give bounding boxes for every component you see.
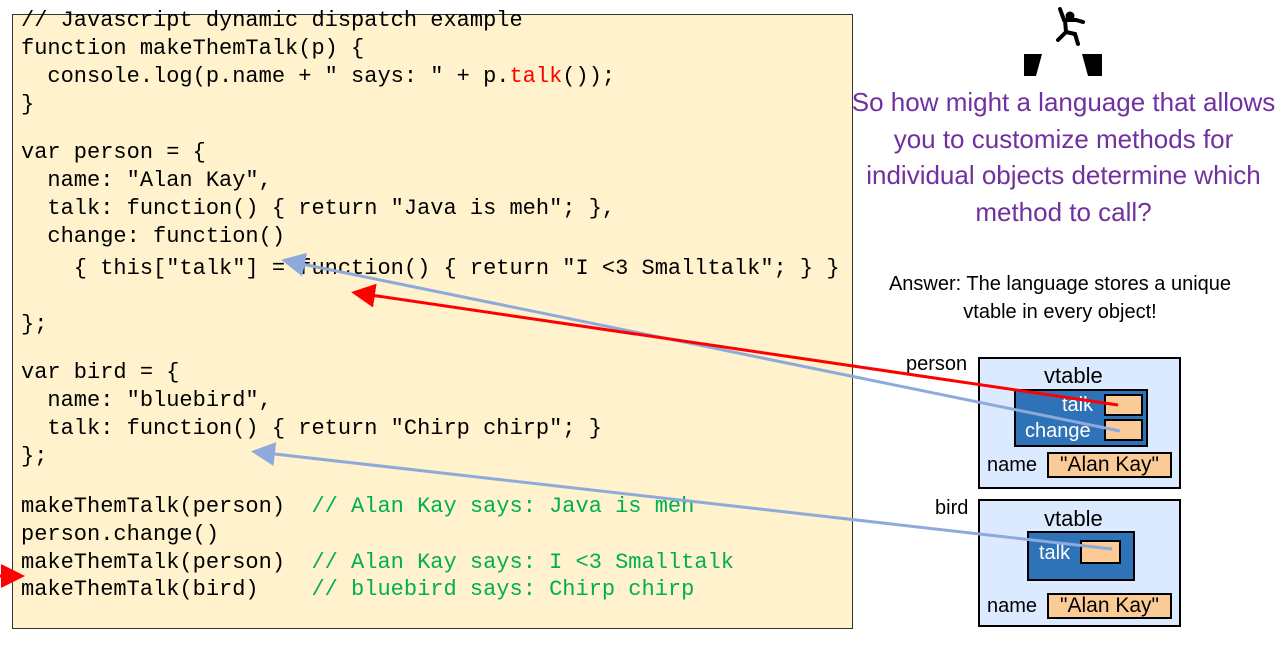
person-change-slot xyxy=(1104,419,1143,441)
code-text: makeThemTalk(person) xyxy=(21,550,312,575)
person-vtable: talk change xyxy=(1014,389,1148,447)
code-line: }; xyxy=(21,312,47,338)
bird-talk-label: talk xyxy=(1039,542,1071,564)
code-text: makeThemTalk(bird) xyxy=(21,577,312,602)
code-line: makeThemTalk(person) // Alan Kay says: J… xyxy=(21,494,694,520)
code-line: console.log(p.name + " says: " + p.talk(… xyxy=(21,64,615,90)
person-talk-label: talk xyxy=(1062,394,1094,416)
code-line: talk: function() { return "Chirp chirp";… xyxy=(21,416,602,442)
person-label: person xyxy=(906,353,968,375)
code-text: function makeThemTalk(p) { xyxy=(21,36,365,61)
question-text: So how might a language that allows you … xyxy=(851,87,1276,227)
person-change-label: change xyxy=(1025,420,1091,442)
code-highlight: // bluebird says: Chirp chirp xyxy=(311,577,695,602)
code-line: makeThemTalk(person) // Alan Kay says: I… xyxy=(21,550,734,576)
person-name-value: "Alan Kay" xyxy=(1047,452,1172,478)
bird-name-label: name xyxy=(987,595,1038,617)
code-line: talk: function() { return "Java is meh";… xyxy=(21,196,615,222)
code-text: talk: function() { return "Java is meh";… xyxy=(21,196,616,221)
code-text: }; xyxy=(21,444,48,469)
bird-vtable-label: vtable xyxy=(1044,506,1103,531)
code-highlight: // Alan Kay says: Java is meh xyxy=(311,494,695,519)
person-vtable-label: vtable xyxy=(1044,363,1103,388)
bird-label: bird xyxy=(935,497,969,519)
code-line: person.change() xyxy=(21,522,219,548)
code-panel: // Javascript dynamic dispatch example fu… xyxy=(12,8,853,629)
code-text: var bird = { xyxy=(21,360,180,385)
code-line: makeThemTalk(bird) // bluebird says: Chi… xyxy=(21,577,694,603)
code-line: var bird = { xyxy=(21,360,179,386)
code-text: person.change() xyxy=(21,522,220,547)
code-line: name: "bluebird", xyxy=(21,388,272,414)
code-line: }; xyxy=(21,444,47,470)
code-line: name: "Alan Kay", xyxy=(21,168,272,194)
bird-talk-slot xyxy=(1080,540,1121,564)
code-text: { this["talk"] = function() { return "I … xyxy=(21,256,840,281)
person-talk-slot xyxy=(1104,394,1143,416)
bird-vtable: talk xyxy=(1027,531,1135,581)
bird-object: vtable talk name "Alan Kay" xyxy=(978,499,1181,627)
code-text: }; xyxy=(21,312,48,337)
code-text: name: "bluebird", xyxy=(21,388,272,413)
code-text: change: function() xyxy=(21,224,286,249)
code-line: function makeThemTalk(p) { xyxy=(21,36,364,62)
person-object: vtable talk change name "Alan Kay" xyxy=(978,357,1181,489)
code-highlight: talk xyxy=(509,64,563,89)
code-text: name: "Alan Kay", xyxy=(21,168,272,193)
code-line: { this["talk"] = function() { return "I … xyxy=(21,256,840,282)
code-text: ()); xyxy=(562,64,616,89)
code-text: var person = { xyxy=(21,140,206,165)
jumping-gap-icon xyxy=(1024,7,1102,76)
bird-name-value: "Alan Kay" xyxy=(1047,593,1172,619)
answer-text: Answer: The language stores a unique vta… xyxy=(888,273,1232,323)
code-text: console.log(p.name + " says: " + p. xyxy=(21,64,510,89)
code-line: } xyxy=(21,92,34,118)
code-line: // Javascript dynamic dispatch example xyxy=(21,8,523,34)
code-line: var person = { xyxy=(21,140,206,166)
code-text: // Javascript dynamic dispatch example xyxy=(21,8,523,33)
code-text: talk: function() { return "Chirp chirp";… xyxy=(21,416,602,441)
code-text: } xyxy=(21,92,35,117)
code-line: change: function() xyxy=(21,224,285,250)
person-name-label: name xyxy=(987,454,1038,476)
code-highlight: // Alan Kay says: I <3 Smalltalk xyxy=(311,550,734,575)
code-text: makeThemTalk(person) xyxy=(21,494,312,519)
